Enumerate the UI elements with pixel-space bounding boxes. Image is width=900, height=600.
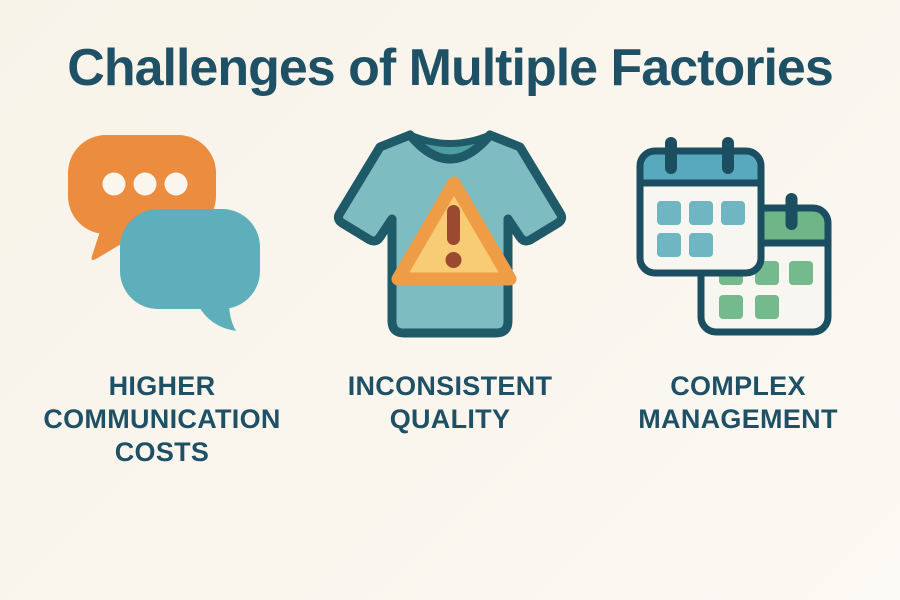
calendars-icon <box>628 120 848 358</box>
warning-triangle-icon <box>391 176 517 286</box>
tshirt-warning-icon <box>330 120 570 358</box>
exclamation-bar <box>447 205 460 245</box>
challenges-row: HIGHER COMMUNICATION COSTS <box>0 120 900 469</box>
chat-bubbles-icon <box>52 120 272 358</box>
calendars-svg <box>636 137 832 336</box>
exclamation-dot <box>445 252 462 268</box>
dot-3 <box>164 172 188 196</box>
dot-1 <box>102 172 126 196</box>
calendar-ring <box>785 193 798 230</box>
challenge-quality: INCONSISTENT QUALITY <box>306 120 594 469</box>
challenge-label-management: COMPLEX MANAGEMENT <box>638 371 838 434</box>
tshirt-warning-svg <box>333 130 567 338</box>
calendar-ring <box>665 137 677 174</box>
challenge-label-communication: HIGHER COMMUNICATION COSTS <box>43 371 281 467</box>
page-title: Challenges of Multiple Factories <box>67 39 833 97</box>
challenge-management: COMPLEX MANAGEMENT <box>594 120 882 469</box>
teal-speech-bubble <box>120 209 260 331</box>
teal-calendar <box>636 137 765 277</box>
chat-bubbles-svg <box>68 135 260 331</box>
challenge-communication: HIGHER COMMUNICATION COSTS <box>18 120 306 469</box>
dot-2 <box>133 172 157 196</box>
challenge-label-quality: INCONSISTENT QUALITY <box>347 371 553 434</box>
calendar-ring <box>722 137 734 174</box>
